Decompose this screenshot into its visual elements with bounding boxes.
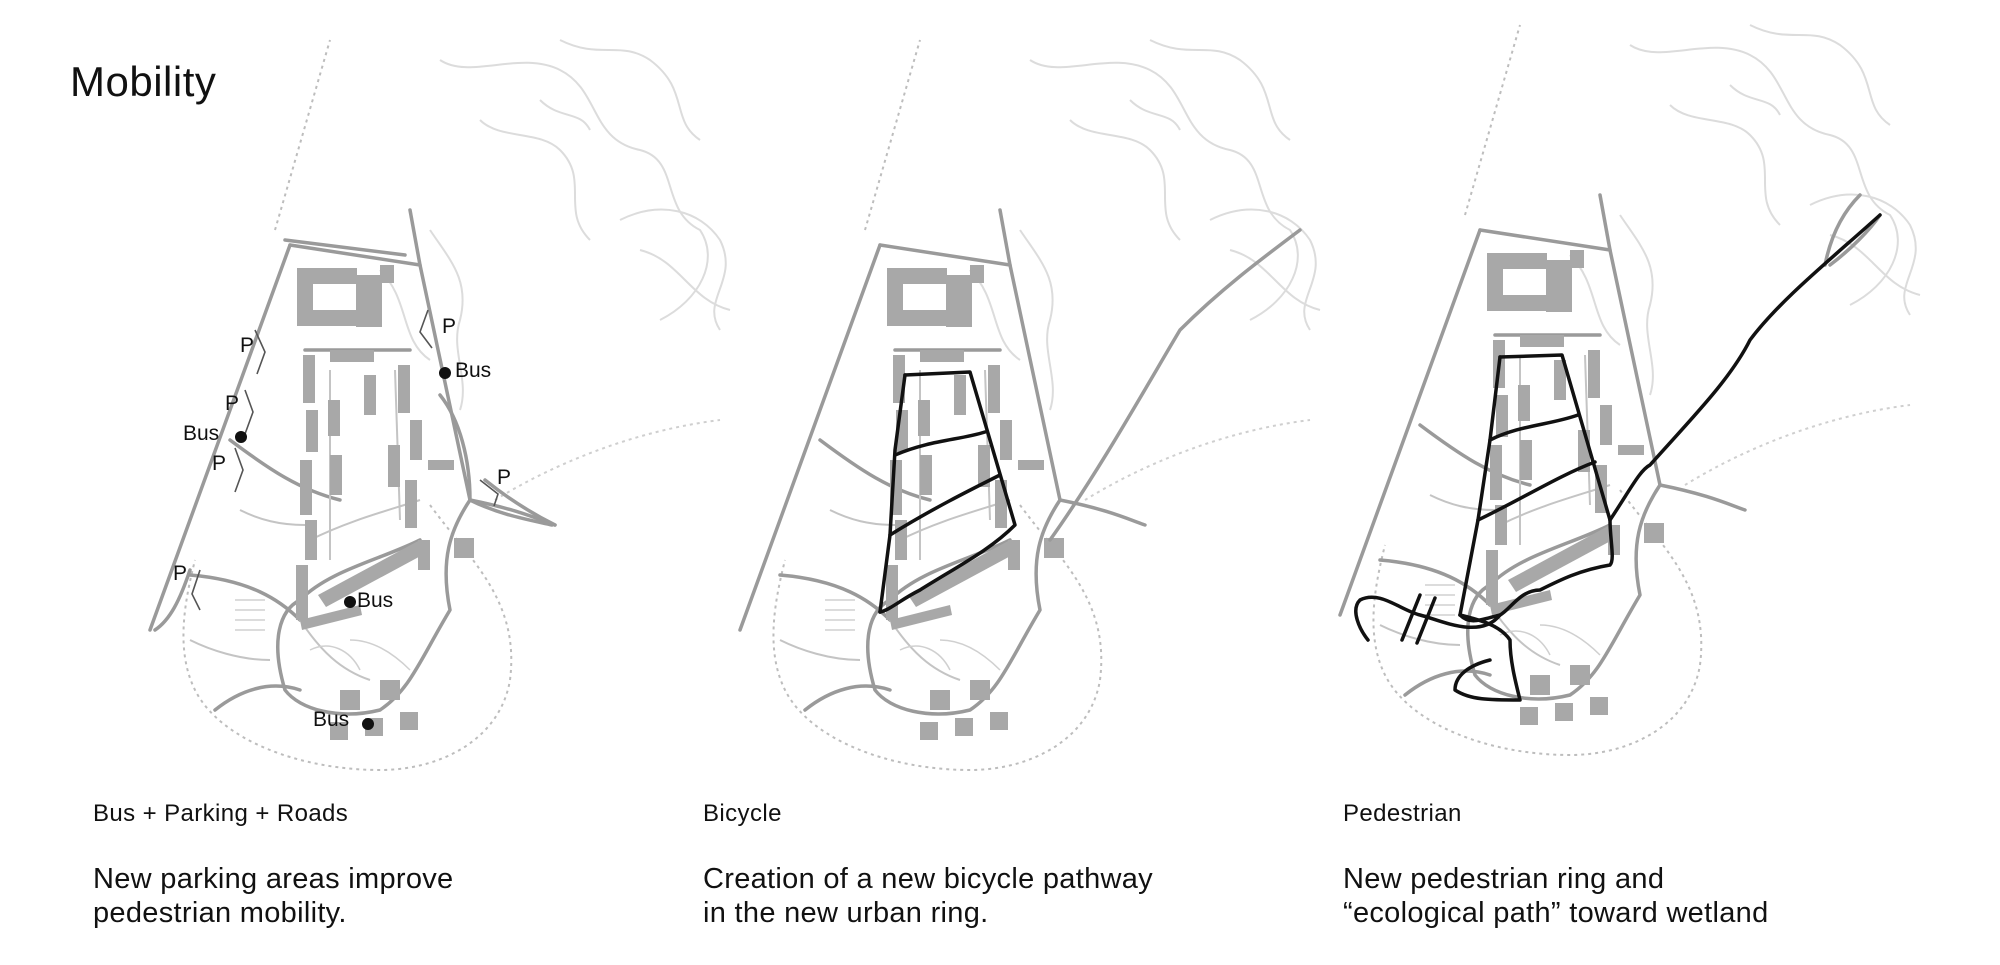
parking-label: P bbox=[225, 392, 239, 415]
parking-label: P bbox=[173, 562, 187, 585]
page-title: Mobility bbox=[70, 58, 217, 105]
parking-label: P bbox=[497, 466, 511, 489]
parking-label: P bbox=[442, 315, 456, 338]
bus-stop-label: Bus bbox=[313, 708, 349, 731]
description-line: New pedestrian ring and bbox=[1343, 863, 1665, 895]
description-line: Creation of a new bicycle pathway bbox=[703, 863, 1153, 895]
map-bus-parking-roads: P P P P P P Bus Bus Bus Bus bbox=[148, 38, 732, 772]
description-line: “ecological path” toward wetland bbox=[1343, 897, 1769, 929]
description-bicycle: Creation of a new bicycle pathway in the… bbox=[703, 862, 1263, 930]
bus-stop-label: Bus bbox=[357, 589, 393, 612]
description-line: pedestrian mobility. bbox=[93, 897, 347, 929]
description-bus-parking-roads: New parking areas improve pedestrian mob… bbox=[93, 862, 653, 930]
map-pedestrian bbox=[1338, 23, 1922, 757]
description-line: in the new urban ring. bbox=[703, 897, 989, 929]
description-line: New parking areas improve bbox=[93, 863, 454, 895]
map-bicycle bbox=[738, 38, 1322, 772]
caption-bicycle: Bicycle bbox=[703, 800, 782, 827]
caption-pedestrian: Pedestrian bbox=[1343, 800, 1462, 827]
bus-stop-label: Bus bbox=[455, 359, 491, 382]
bus-stop-label: Bus bbox=[183, 422, 219, 445]
description-pedestrian: New pedestrian ring and “ecological path… bbox=[1343, 862, 1903, 930]
parking-label: P bbox=[212, 452, 226, 475]
caption-bus-parking-roads: Bus + Parking + Roads bbox=[93, 800, 349, 827]
parking-label: P bbox=[240, 334, 254, 357]
